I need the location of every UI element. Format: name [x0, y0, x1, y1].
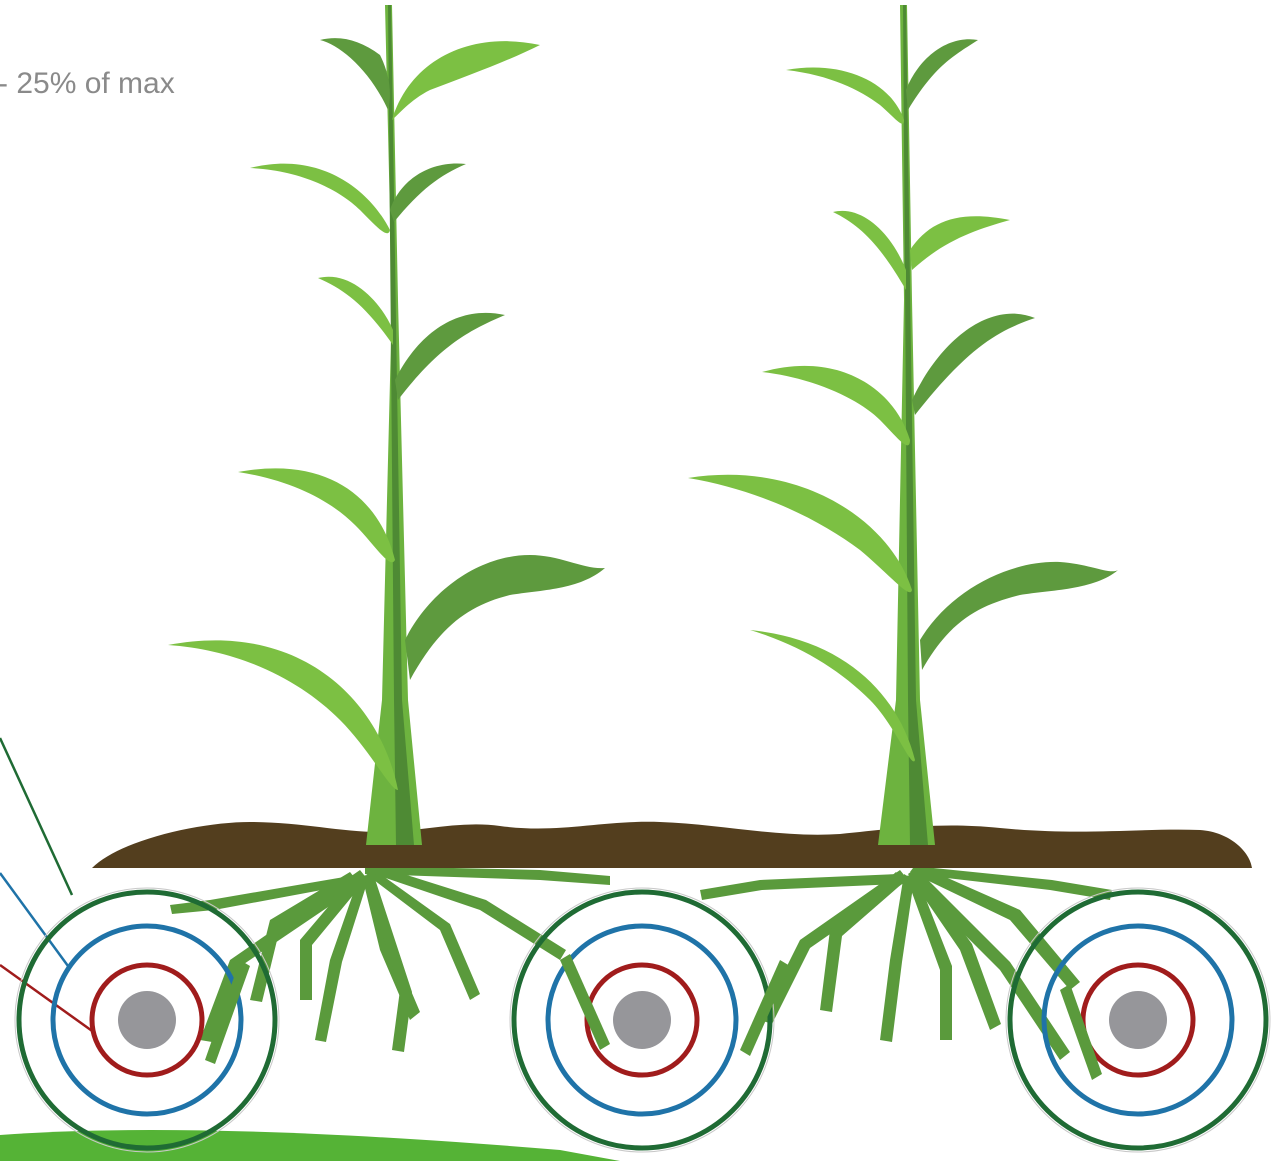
- legend-label-25-percent: - 25% of max: [0, 67, 175, 100]
- leaf: [405, 555, 605, 680]
- leaf: [250, 164, 390, 234]
- rings-right: [1006, 888, 1270, 1152]
- leaf: [910, 216, 1010, 270]
- leaf: [750, 630, 915, 761]
- seed-dot: [118, 991, 176, 1049]
- leaf: [833, 211, 906, 290]
- seed-dot: [1109, 991, 1167, 1049]
- leaf: [238, 468, 395, 562]
- leaf: [920, 562, 1118, 670]
- plant-right: [688, 5, 1118, 845]
- callout-line-inner: [0, 965, 95, 1033]
- roots-left-plant: [170, 864, 610, 1052]
- roots-right-plant: [700, 864, 1112, 1060]
- leaf: [390, 163, 466, 222]
- leaf: [392, 41, 540, 120]
- leaf: [320, 38, 390, 110]
- leaf: [912, 314, 1035, 415]
- leaf: [906, 39, 978, 110]
- leaf: [688, 475, 912, 592]
- rings-left: [15, 888, 279, 1152]
- leaf: [395, 313, 505, 400]
- callout-line-outer: [0, 738, 72, 895]
- leaf: [318, 277, 393, 345]
- rings-middle: [510, 888, 774, 1152]
- seed-dot: [613, 991, 671, 1049]
- plant-left: [168, 5, 605, 845]
- soil-layer: [92, 822, 1252, 868]
- leaf: [786, 67, 904, 123]
- leaf: [762, 366, 910, 445]
- leaf: [168, 640, 398, 790]
